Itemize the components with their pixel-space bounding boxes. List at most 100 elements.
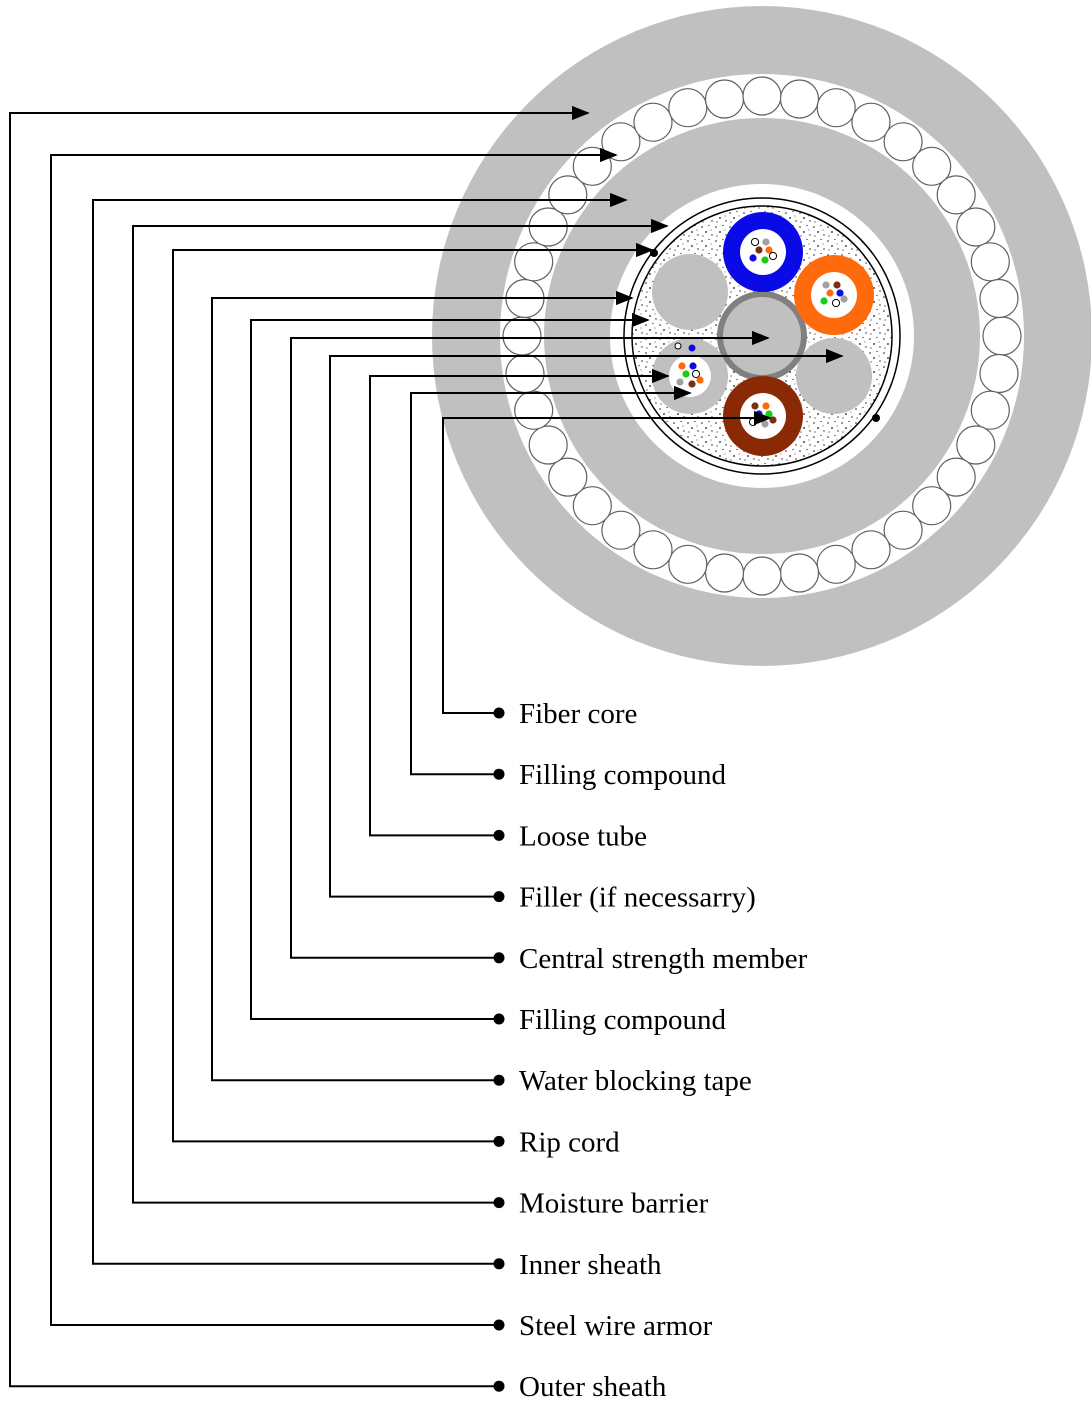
leader-line [50, 147, 618, 1326]
armor-wire [548, 175, 588, 215]
armor-wire [779, 553, 820, 593]
fiber-core [840, 295, 848, 303]
callout-dot [493, 1319, 505, 1331]
free-fiber-white [674, 342, 682, 350]
fiber-core [688, 380, 696, 388]
armor-wire [956, 425, 996, 465]
armor-wire [528, 425, 568, 465]
brown-tube [723, 376, 803, 456]
fiber-core [682, 370, 690, 378]
callout-label: Filling compound [519, 1004, 727, 1036]
armor-wire [601, 510, 641, 550]
armor-wire [633, 102, 673, 142]
cable-cross-section [432, 6, 1091, 666]
free-fiber-blue [688, 344, 696, 352]
fiber-core [751, 402, 759, 410]
armor-wire [851, 530, 891, 570]
armor-wire [742, 556, 782, 596]
callout-dot [493, 1013, 505, 1025]
fiber-core [678, 362, 686, 370]
fiber-core [820, 297, 828, 305]
armor-wire [982, 316, 1022, 356]
leader-line [410, 385, 692, 776]
fiber-core [749, 254, 757, 262]
fiber-core [822, 281, 830, 289]
armor-wire [779, 79, 820, 119]
orange-tube [794, 255, 874, 335]
leader-line [132, 218, 669, 1204]
fiber-core [826, 289, 834, 297]
armor-wire [668, 544, 708, 584]
tube-gel [811, 272, 857, 318]
callout: Central strength member [290, 330, 808, 975]
callout: Moisture barrier [132, 218, 709, 1220]
fiber-core [755, 410, 763, 418]
central-strength-member [717, 291, 807, 381]
callout-label: Steel wire armor [519, 1310, 713, 1342]
callout-dot [493, 829, 505, 841]
armor-wire [704, 553, 745, 593]
fiber-core [765, 246, 773, 254]
armor-wire [514, 242, 554, 282]
fiber-core [761, 420, 769, 428]
callout: Inner sheath [92, 192, 662, 1281]
callout: Filling compound [410, 385, 727, 791]
leader-line [250, 312, 650, 1020]
callout-dot [493, 952, 505, 964]
steel-wire-armor [502, 76, 1022, 596]
armor-wire [742, 76, 782, 116]
callout: Rip cord [172, 242, 654, 1158]
leader-line [92, 192, 628, 1265]
tube-gel [740, 393, 786, 439]
callout: Filler (if necessarry) [329, 348, 844, 914]
callout-dot [493, 768, 505, 780]
leader-line [442, 410, 772, 714]
callout-dot [493, 891, 505, 903]
fiber-core [689, 362, 697, 370]
tube-gel [740, 229, 786, 275]
callout-label: Rip cord [519, 1126, 620, 1158]
filler-right [796, 338, 872, 414]
leader-line [369, 368, 670, 837]
armor-wire [970, 242, 1010, 282]
armor-wire [883, 510, 923, 550]
callout: Filling compound [250, 312, 727, 1036]
callout: Outer sheath [9, 105, 667, 1401]
leader-line [211, 290, 634, 1082]
callout-label: Loose tube [519, 820, 647, 852]
fiber-core [691, 369, 701, 379]
armor-wire [514, 390, 554, 430]
armor-wire [816, 544, 856, 584]
callout-dot [493, 1258, 505, 1270]
callout: Water blocking tape [211, 290, 752, 1097]
fiber-core [750, 237, 760, 247]
armor-wire [912, 146, 952, 186]
callout: Fiber core [442, 410, 772, 730]
fiber-core [762, 402, 770, 410]
armor-wire [912, 486, 952, 526]
callout-dot [493, 1074, 505, 1086]
callout-dot [493, 707, 505, 719]
filler-left [652, 254, 728, 330]
callout-label: Filler (if necessarry) [519, 882, 756, 914]
callout-label: Inner sheath [519, 1249, 662, 1281]
callout-dot [493, 1197, 505, 1209]
armor-wire [956, 207, 996, 247]
armor-wire [936, 175, 976, 215]
callout: Loose tube [369, 368, 670, 852]
water-blocking-tape [623, 197, 901, 475]
tube-gel [669, 355, 711, 397]
callout: Steel wire armor [50, 147, 713, 1342]
fiber-core [769, 416, 777, 424]
fiber-core [676, 378, 684, 386]
armor-wire [979, 353, 1019, 394]
fiber-core [761, 256, 769, 264]
fiber-core [836, 289, 844, 297]
armor-wire [502, 316, 542, 356]
callout-dot [493, 1135, 505, 1147]
armor-wire [979, 278, 1019, 319]
armor-wire [668, 88, 708, 128]
fiber-core [768, 251, 778, 261]
